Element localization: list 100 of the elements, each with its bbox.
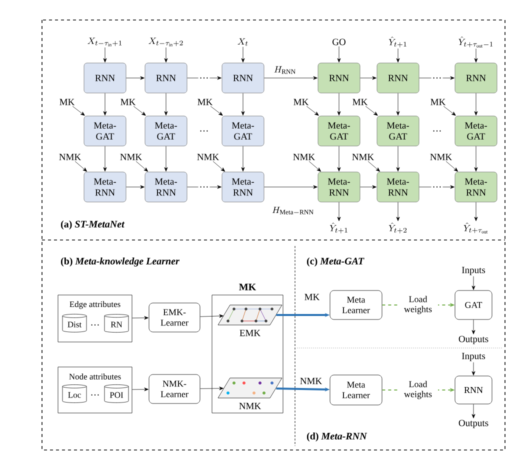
process-box: RNN (144, 62, 188, 94)
arrow (103, 93, 107, 116)
text-label: MK (198, 98, 213, 106)
arrow (241, 93, 245, 116)
arrow (365, 106, 378, 116)
text-label: $\hat{Y}_{t+2}$ (388, 222, 407, 234)
arrow (443, 106, 456, 116)
arrow (126, 185, 144, 189)
arrow (126, 76, 144, 80)
text-label: $X_{t-\tau_{\mathrm{in}}+2}$ (148, 38, 183, 46)
process-box: Meta-GAT (376, 116, 420, 146)
text-label: Outputs (458, 336, 488, 344)
arrow (337, 202, 341, 222)
text-label: NMK (120, 154, 142, 160)
edge-label: $H_{\mathrm{Meta-RNN}}$ (270, 206, 316, 216)
text-label: GO (332, 38, 346, 46)
ellipsis: … (433, 130, 441, 132)
arrow (72, 106, 85, 116)
text-label: NMK (197, 154, 219, 160)
arrow (337, 146, 341, 172)
arrow (474, 93, 478, 116)
text-label: Inputs (462, 352, 486, 362)
text-label: $\hat{Y}_{t+1}$ (388, 36, 406, 48)
process-box: RNN (84, 62, 126, 94)
edge-label: $H_{\mathrm{RNN}}$ (272, 65, 298, 75)
arrow (396, 202, 400, 222)
process-box: Meta-GAT (318, 116, 360, 146)
text-label: Inputs (462, 266, 486, 276)
process-box: RNN (454, 62, 498, 94)
process-box: RNN (222, 62, 264, 94)
process-box: Meta-RNN (376, 172, 420, 202)
process-box: Meta-GAT (222, 116, 264, 146)
text-label: $X_{t-\tau_{\mathrm{in}}+1}$ (88, 38, 122, 46)
arrow (210, 106, 223, 116)
ellipsis: … (91, 324, 99, 326)
database-cylinder: Dist (62, 314, 87, 332)
text-label: NMK (430, 154, 452, 160)
process-box: GAT (454, 290, 492, 320)
arrow (396, 93, 400, 116)
arrow (396, 48, 400, 62)
text-label: $\hat{Y}_{t+\tau_{\mathrm{out}}}$ (464, 222, 488, 234)
arrow (132, 388, 148, 392)
process-box: Meta-RNN (84, 172, 126, 202)
panel-title: (b) Meta-knowledge Learner (60, 257, 180, 267)
arrow (133, 106, 146, 116)
panel-title: (d) Meta-RNN (306, 432, 368, 442)
process-box: EMK-Learner (148, 302, 200, 332)
process-box: RNN (454, 376, 492, 404)
database-cylinder: Loc (62, 384, 87, 403)
arrow (164, 146, 168, 172)
arrow (337, 46, 341, 62)
graph-plane: EMK (218, 304, 282, 336)
arrow (474, 48, 478, 62)
arrow (200, 386, 224, 390)
arrow (474, 202, 478, 222)
arrow (306, 106, 319, 116)
text-label: $\hat{Y}_{t+1}$ (330, 222, 348, 234)
arrow (308, 161, 322, 172)
arrow (264, 185, 318, 189)
arrow (472, 320, 476, 334)
arrow (264, 76, 318, 80)
arrow (474, 146, 478, 172)
process-box: Meta-RNN (318, 172, 360, 202)
edge-label: … (431, 76, 443, 80)
process-box: Meta-GAT (84, 116, 126, 146)
arrow (337, 93, 341, 116)
arrow (241, 146, 245, 172)
text-label: NMK (293, 154, 315, 160)
arrow (241, 46, 245, 62)
arrow (472, 404, 476, 418)
arrow (396, 146, 400, 172)
arrow (132, 316, 148, 320)
process-box: RNN (376, 62, 420, 94)
text-label: Outputs (458, 420, 488, 428)
arrow (74, 161, 88, 172)
database-cylinder: RN (104, 314, 129, 333)
text-label: MK (120, 98, 136, 106)
arrow (472, 276, 476, 290)
node-label: MK (239, 284, 256, 290)
arrow (360, 185, 376, 189)
edge-label: … (198, 76, 210, 80)
ellipsis: … (91, 394, 99, 396)
arrow (164, 93, 168, 116)
process-box: Meta-GAT (144, 116, 188, 146)
edge-label: Load weights (398, 380, 438, 400)
process-box: NMK-Learner (148, 374, 200, 404)
text-label: MK (294, 98, 309, 106)
text-label: MK (430, 98, 446, 106)
ellipsis: … (200, 130, 208, 132)
arrow (212, 161, 226, 172)
database-cylinder: POI (104, 384, 129, 403)
arrow (136, 161, 148, 172)
process-box: Meta-RNN (222, 172, 264, 202)
graph-plane: NMK (218, 378, 282, 410)
arrow (419, 185, 454, 189)
arrow (360, 76, 376, 80)
process-box: Meta Learner (330, 290, 382, 320)
edge-label: NMK (298, 376, 324, 386)
process-box: RNN (318, 62, 360, 94)
panel-title: (c) Meta-GAT (306, 257, 364, 267)
